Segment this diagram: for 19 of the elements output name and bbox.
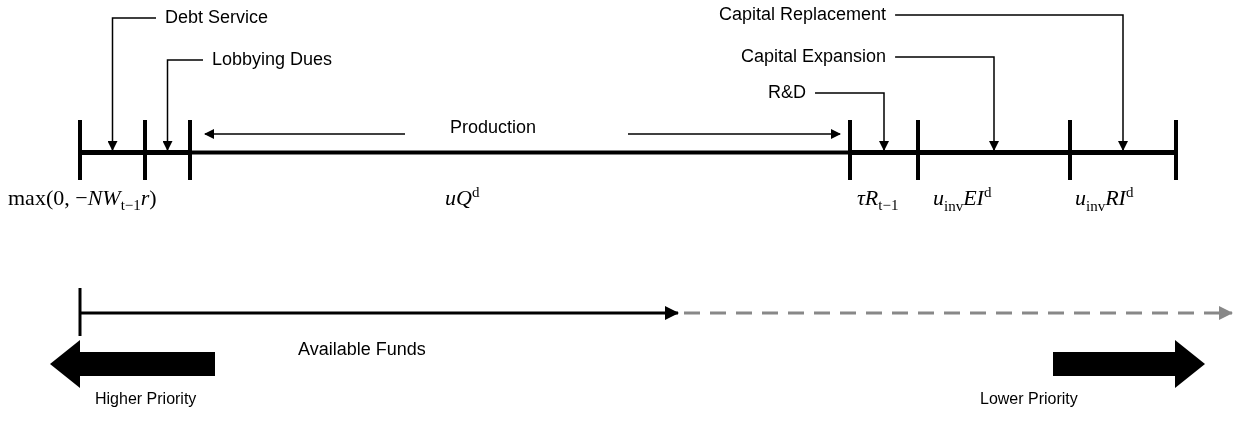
text-label: Higher Priority [95,390,197,408]
formula-label: uQ$^{d}$ [445,184,480,211]
text-label: Available Funds [298,340,426,360]
callout-text: R&D [768,83,806,103]
leader-line [894,14,1128,151]
text-label: Lower Priority [980,390,1078,408]
formula-label: u$_{inv}$EI$^{d}$ [933,184,992,215]
leader-line [894,56,999,151]
leader-line [814,92,889,151]
formula-label: max(0, −NW$_{t−1}$r) [8,186,157,214]
leader-line [107,17,157,151]
formula-label: u$_{inv}$RI$^{d}$ [1075,184,1134,215]
callout-text: Capital Replacement [719,5,887,25]
callout-text: Debt Service [165,8,269,28]
callout-text: Capital Expansion [741,47,887,67]
formula-label: τR$_{t−1}$ [857,186,899,214]
leader-line [162,59,204,151]
callout-text: Lobbying Dues [212,50,333,70]
text-label: Production [450,118,537,138]
